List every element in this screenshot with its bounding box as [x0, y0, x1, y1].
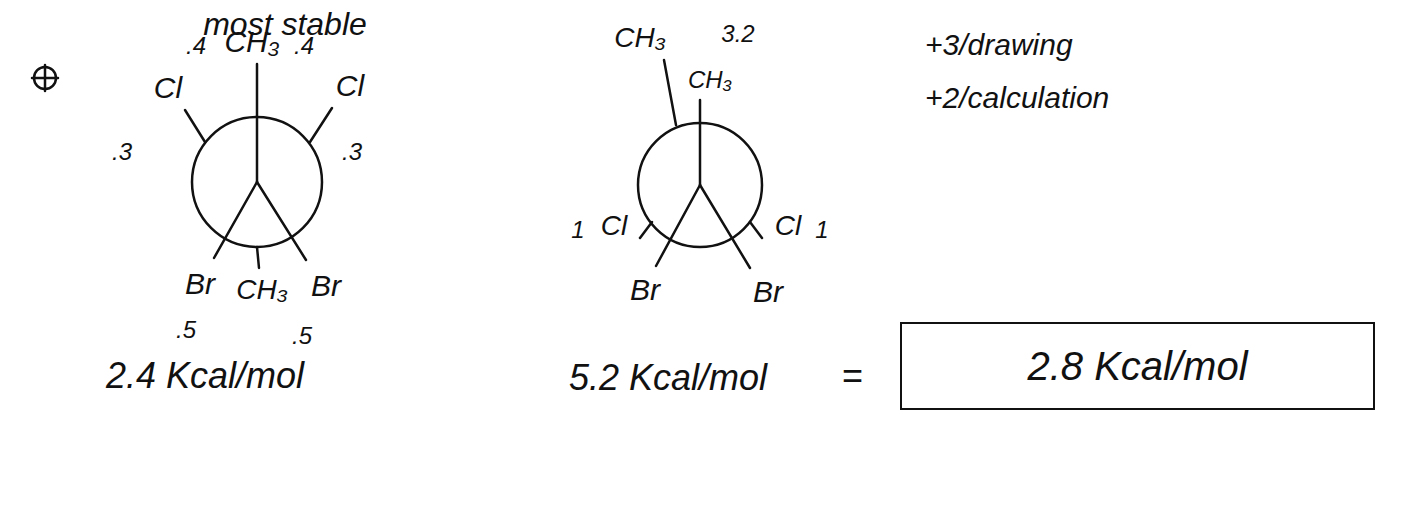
handwritten-label: Br: [311, 271, 341, 301]
newman-projection: [638, 60, 762, 268]
handwritten-label: CH₃: [614, 24, 666, 52]
handwritten-label: CH₃: [224, 27, 279, 57]
handwritten-label: .3: [112, 140, 132, 164]
handwritten-label: .4: [294, 34, 314, 58]
handwritten-label: Br: [753, 277, 783, 307]
handwritten-label: +3/drawing: [925, 30, 1073, 60]
answer-box: 2.8 Kcal/mol: [900, 322, 1375, 410]
handwritten-label: 2.4 Kcal/mol: [106, 358, 304, 394]
handwritten-label: 3.2: [721, 22, 754, 46]
handwritten-label: =: [841, 358, 862, 394]
answer-text: 2.8 Kcal/mol: [1027, 346, 1247, 386]
mark-symbol: [32, 65, 58, 91]
handwritten-label: 5.2 Kcal/mol: [569, 360, 767, 396]
handwritten-label: 1: [815, 218, 828, 242]
newman-projection: [185, 64, 332, 268]
handwritten-label: CH₃: [688, 68, 732, 92]
handwritten-label: 1: [571, 218, 584, 242]
handwritten-label: .4: [186, 34, 206, 58]
handwritten-label: CH₃: [236, 276, 288, 304]
handwritten-label: .5: [176, 318, 196, 342]
handwritten-label: Cl: [601, 212, 627, 240]
handwritten-label: Cl: [336, 71, 364, 101]
handwritten-label: Br: [185, 269, 215, 299]
handwritten-label: Cl: [154, 73, 182, 103]
handwritten-label: .3: [342, 140, 362, 164]
handwritten-label: +2/calculation: [925, 83, 1109, 113]
handwritten-label: Br: [630, 275, 660, 305]
handwritten-label: Cl: [775, 212, 801, 240]
handwritten-label: .5: [292, 324, 312, 348]
